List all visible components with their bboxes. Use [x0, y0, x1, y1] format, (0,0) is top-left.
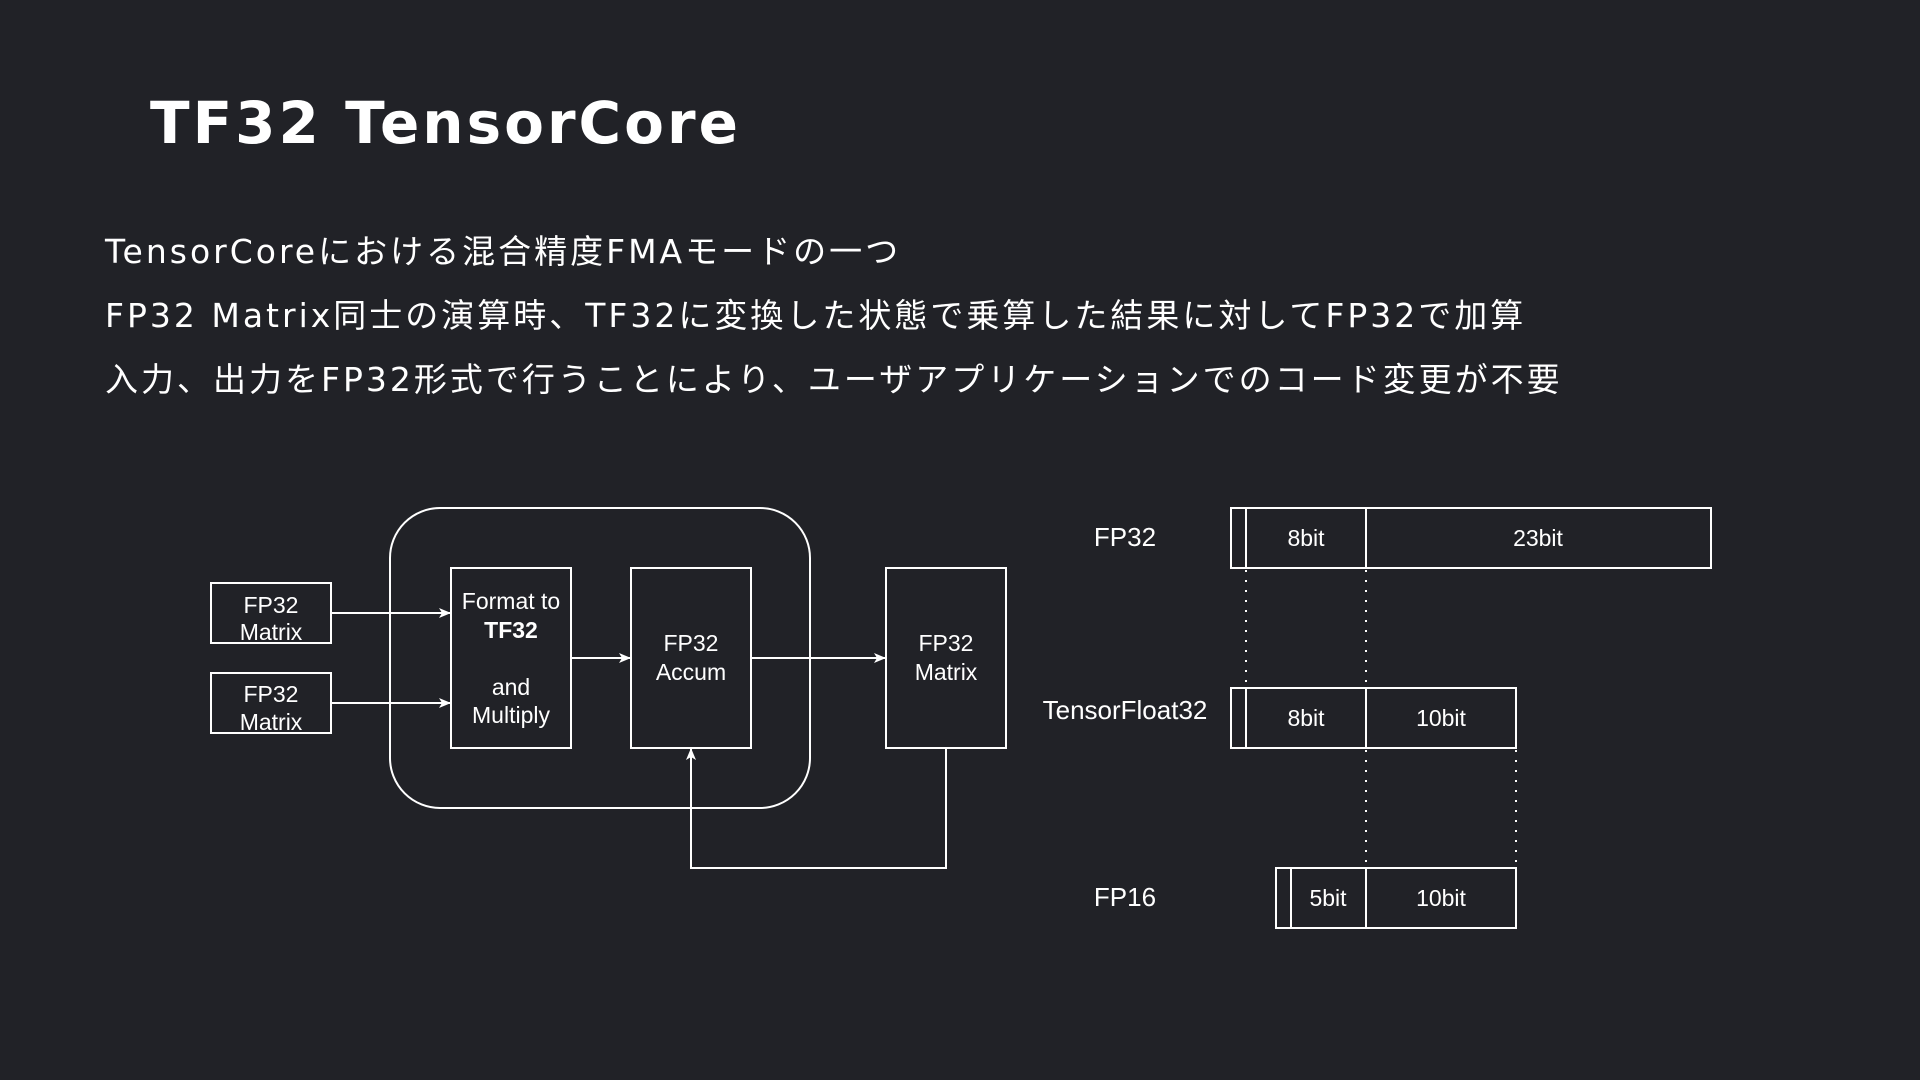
exponent-label-fp16: 5bit: [1309, 885, 1347, 911]
format-name-fp16: FP16: [1094, 882, 1156, 912]
accum-line2: Accum: [656, 659, 726, 685]
input-matrix-b-line1: FP32: [244, 681, 299, 707]
exponent-label-fp32: 8bit: [1287, 525, 1325, 551]
accum-line1: FP32: [664, 630, 719, 656]
mantissa-label-fp32: 23bit: [1513, 525, 1563, 551]
arrow-feedback-output-to-accum: [686, 748, 947, 869]
mantissa-field-fp32: [1365, 507, 1712, 569]
exponent-label-tf32: 8bit: [1287, 705, 1325, 731]
format-multiply-line3: and: [492, 674, 530, 700]
sign-bit-tf32: [1230, 687, 1247, 749]
accum-box: FP32 Accum: [630, 567, 752, 749]
input-matrix-a-line1: FP32: [244, 592, 299, 618]
format-multiply-box: Format to TF32 and Multiply: [450, 567, 572, 749]
mantissa-label-fp16: 10bit: [1416, 885, 1466, 911]
bullet-item: TensorCoreにおける混合精度FMAモードの一つ: [105, 232, 902, 271]
bullet-item: FP32 Matrix同士の演算時、TF32に変換した状態で乗算した結果に対して…: [105, 296, 1527, 335]
input-matrix-b-line2: Matrix: [240, 709, 303, 735]
mantissa-field-fp16: [1365, 867, 1517, 929]
output-matrix: FP32 Matrix: [885, 567, 1007, 749]
input-matrix-b: FP32 Matrix: [210, 672, 332, 735]
format-multiply-line4: Multiply: [472, 702, 550, 728]
input-matrix-a: FP32 Matrix: [210, 582, 332, 645]
input-matrix-a-line2: Matrix: [240, 619, 303, 645]
mantissa-label-tf32: 10bit: [1416, 705, 1466, 731]
format-name-fp32: FP32: [1094, 522, 1156, 552]
output-matrix-line2: Matrix: [915, 659, 978, 685]
slide-title: TF32 TensorCore: [150, 89, 741, 157]
format-row-tf32: TensorFloat32 8bit 10bit: [1043, 687, 1517, 749]
bullet-list: TensorCoreにおける混合精度FMAモードの一つ FP32 Matrix同…: [105, 220, 1885, 412]
sign-bit-fp16: [1275, 867, 1292, 929]
output-matrix-line1: FP32: [919, 630, 974, 656]
format-row-fp32: FP32 8bit 23bit: [1094, 507, 1712, 569]
format-row-fp16: FP16 5bit 10bit: [1094, 867, 1517, 929]
format-multiply-line1: Format to: [462, 588, 560, 614]
format-name-tf32: TensorFloat32: [1043, 695, 1208, 725]
mantissa-field-tf32: [1365, 687, 1517, 749]
bullet-item: 入力、出力をFP32形式で行うことにより、ユーザアプリケーションでのコード変更が…: [105, 360, 1563, 399]
format-multiply-line2: TF32: [484, 617, 538, 643]
sign-bit-fp32: [1230, 507, 1247, 569]
